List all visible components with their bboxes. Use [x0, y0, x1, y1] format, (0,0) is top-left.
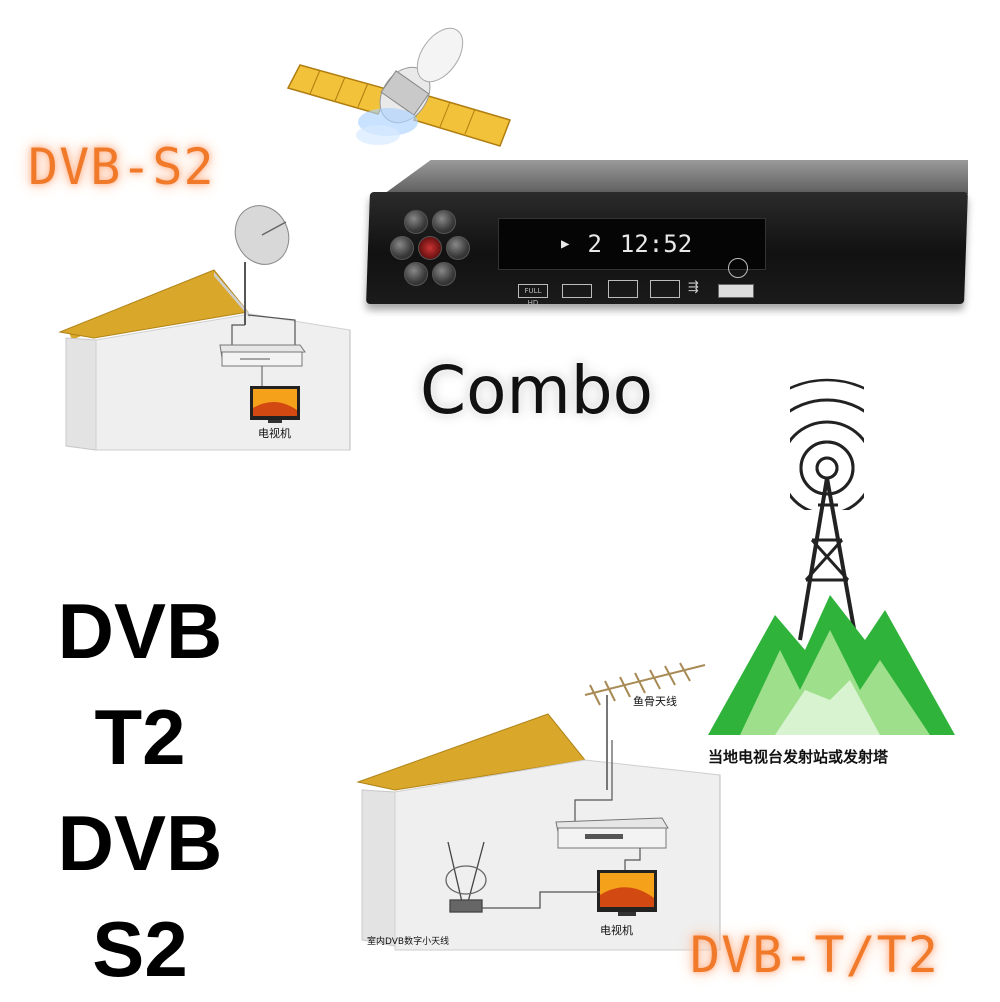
usb-icon: ⇶	[688, 280, 699, 295]
standard-line: DVB	[57, 799, 223, 887]
stb-display: ▶ 2 12:52	[498, 218, 766, 270]
standard-line: DVB	[57, 587, 223, 675]
dvb-t-t2-label: DVB-T/T2	[690, 926, 939, 984]
stb-hd-badge: FULL HD	[518, 284, 548, 307]
satellite-dish-icon	[231, 205, 296, 345]
house-top	[58, 269, 351, 451]
indoor-antenna-caption: 室内DVB数字小天线	[367, 937, 450, 947]
stb-badge-4	[650, 280, 680, 298]
standard-line: T2	[94, 693, 186, 781]
stb-button-up-left[interactable]	[404, 210, 428, 234]
stb-indicator-icon	[728, 258, 748, 278]
tv-icon-bottom	[597, 870, 657, 916]
tv-caption-bottom: 电视机	[600, 924, 633, 937]
stb-clock: 12:52	[619, 230, 693, 258]
stb-channel: 2	[587, 230, 602, 258]
usb-port[interactable]	[718, 284, 754, 298]
transmitter-tower-icon	[730, 378, 924, 641]
set-top-box-top-panel	[384, 160, 968, 194]
combo-label: Combo	[420, 352, 654, 429]
stb-button-cluster	[384, 206, 476, 292]
standard-line: S2	[92, 905, 188, 993]
stb-button-up-right[interactable]	[432, 210, 456, 234]
fishbone-antenna-caption: 鱼骨天线	[633, 695, 677, 708]
set-top-box-small-top	[219, 344, 306, 388]
stb-badge-2	[562, 284, 592, 298]
stb-badge-3	[608, 280, 638, 298]
stb-button-left[interactable]	[390, 236, 414, 260]
stb-button-down-left[interactable]	[404, 262, 428, 286]
tv-icon	[250, 386, 300, 423]
transmitter-tower-caption: 当地电视台发射站或发射塔	[708, 748, 889, 766]
dvb-s2-label: DVB-S2	[28, 138, 215, 196]
mountain-icon	[708, 595, 955, 735]
stb-button-center[interactable]	[418, 236, 442, 260]
stb-button-down-right[interactable]	[432, 262, 456, 286]
standards-list: DVB T2 DVB S2	[40, 578, 240, 1002]
fishbone-antenna-icon	[574, 662, 706, 822]
set-top-box-small-bottom	[555, 817, 669, 870]
indoor-antenna-icon	[445, 841, 600, 913]
stb-button-right[interactable]	[446, 236, 470, 260]
play-icon: ▶	[561, 236, 570, 252]
tv-caption-top: 电视机	[258, 427, 291, 440]
satellite-icon	[286, 27, 511, 147]
